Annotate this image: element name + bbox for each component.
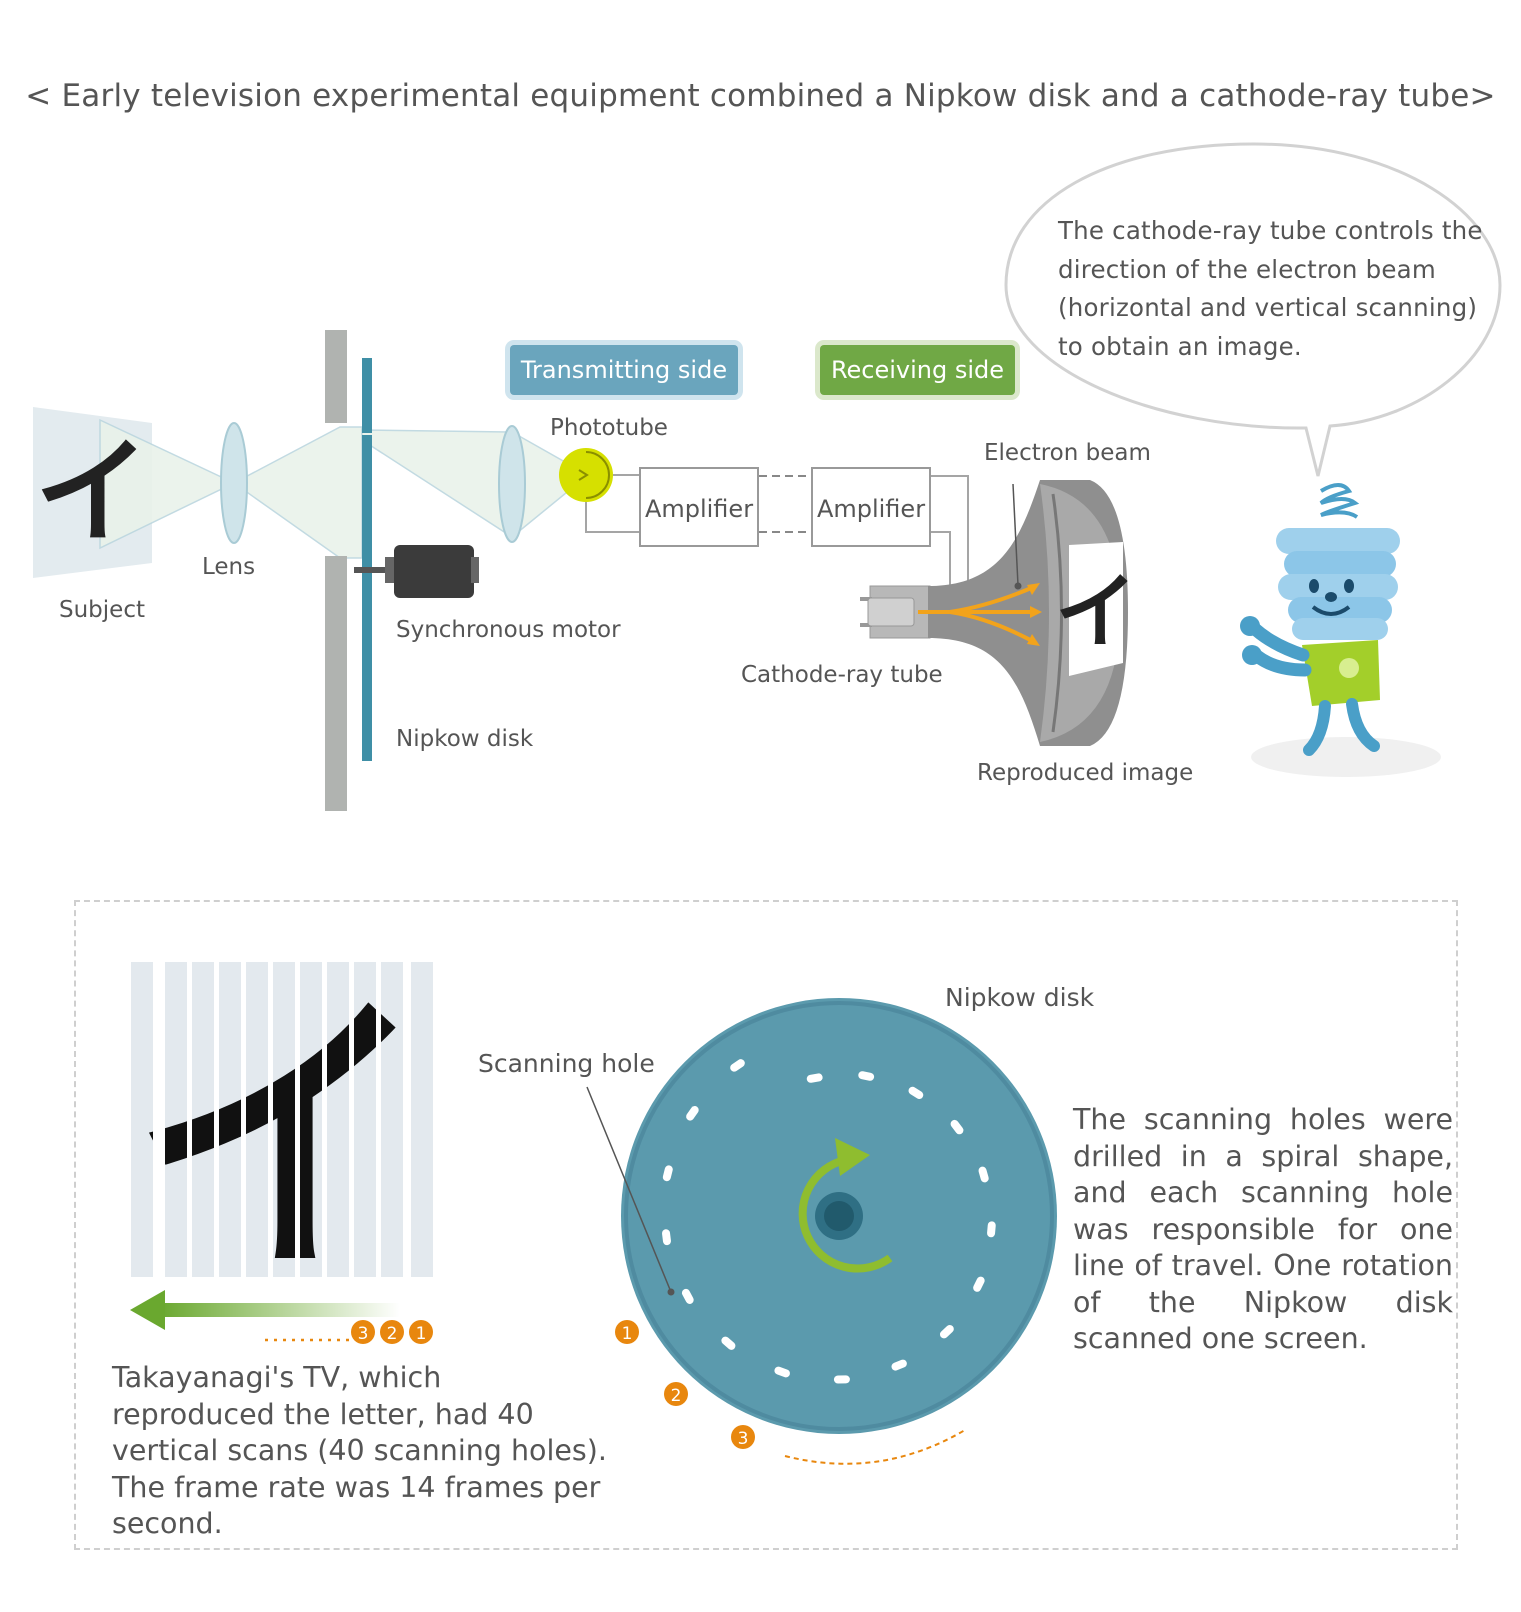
scanning-hole <box>978 1166 989 1183</box>
scanning-hole <box>721 1336 736 1350</box>
scanning-hole <box>730 1059 745 1072</box>
scanning-hole <box>774 1366 790 1378</box>
scan-strip <box>219 962 241 1277</box>
scan-strip <box>411 962 433 1277</box>
scanning-hole <box>950 1119 964 1135</box>
amplifier-transmit: Amplifier <box>639 467 759 547</box>
scan-marker-badges: 3 2 1 <box>351 1320 433 1344</box>
scanning-hole <box>833 1375 850 1384</box>
electron-beam-leader <box>1012 483 1019 586</box>
scanning-hole <box>987 1221 996 1238</box>
subject-label: Subject <box>59 597 145 623</box>
caption-right: The scanning holes were drilled in a spi… <box>1073 1103 1453 1355</box>
scan-strip <box>327 962 349 1277</box>
nipkow-disk-label-bottom: Nipkow disk <box>945 983 1095 1012</box>
signal-wires <box>585 474 969 590</box>
phototube <box>559 448 613 502</box>
scan-strip <box>192 962 214 1277</box>
rotation-arrow <box>798 1138 893 1273</box>
reproduced-image-label: Reproduced image <box>977 760 1194 786</box>
scanning-hole-label: Scanning hole <box>478 1049 655 1078</box>
amplifier-receive: Amplifier <box>811 467 931 547</box>
scanning-hole <box>662 1229 671 1246</box>
scan-strip <box>273 962 295 1277</box>
nipkow-disk-edge <box>362 358 372 761</box>
page-title: < Early television experimental equipmen… <box>25 78 1496 114</box>
lens-1 <box>220 422 248 544</box>
nipkow-disk-label-top: Nipkow disk <box>396 726 534 752</box>
frame-housing <box>325 330 347 811</box>
disk-marker-2: 2 <box>671 1386 682 1406</box>
subject-glyph: イ <box>34 425 149 560</box>
transmitting-side-badge: Transmitting side <box>510 345 738 395</box>
speech-bubble <box>1004 142 1502 477</box>
nipkow-disk <box>621 998 1057 1434</box>
nipkow-detail-panel <box>74 900 1458 1550</box>
scanning-hole-leader <box>586 1086 672 1293</box>
scanning-hole <box>939 1324 954 1339</box>
scanning-hole <box>806 1073 823 1083</box>
mascot-character <box>1240 483 1441 777</box>
scan-strips <box>131 962 433 1277</box>
scan-strip <box>165 962 187 1277</box>
scanning-hole <box>908 1086 924 1100</box>
scanning-holes <box>662 1059 996 1384</box>
scanning-hole <box>858 1071 875 1081</box>
scan-strip <box>131 962 153 1277</box>
scan-marker-3: 3 <box>358 1324 369 1344</box>
speech-bubble-text: The cathode-ray tube controls the direct… <box>1058 216 1483 361</box>
caption-left: Takayanagi's TV, which reproduced the le… <box>112 1361 607 1540</box>
electron-beam-arrows <box>918 583 1042 646</box>
scan-direction-arrow <box>130 1290 400 1342</box>
scanning-hole <box>686 1106 699 1121</box>
disk-marker-badges: 1 2 3 <box>615 1320 755 1449</box>
scanning-hole <box>681 1288 694 1304</box>
svg-text:イ: イ <box>1055 564 1137 660</box>
scan-strip <box>246 962 268 1277</box>
lens-label: Lens <box>202 554 256 580</box>
receiving-side-badge: Receiving side <box>820 345 1015 395</box>
lens-2 <box>498 425 526 543</box>
cathode-ray-tube-label: Cathode-ray tube <box>741 662 943 688</box>
scan-marker-2: 2 <box>387 1324 398 1344</box>
synchronous-motor <box>354 545 479 598</box>
rotation-dashed-arc <box>784 1429 966 1465</box>
scan-strip <box>381 962 403 1277</box>
scanning-hole <box>662 1165 673 1182</box>
electron-beam-label: Electron beam <box>984 440 1151 466</box>
scanning-hole <box>891 1359 907 1371</box>
scan-strip <box>354 962 376 1277</box>
disk-marker-1: 1 <box>622 1324 633 1344</box>
synchronous-motor-label: Synchronous motor <box>396 617 621 643</box>
scan-strip <box>300 962 322 1277</box>
phototube-label: Phototube <box>550 415 668 441</box>
scan-marker-1: 1 <box>416 1324 427 1344</box>
disk-marker-3: 3 <box>738 1429 749 1449</box>
scanning-hole <box>973 1276 985 1292</box>
